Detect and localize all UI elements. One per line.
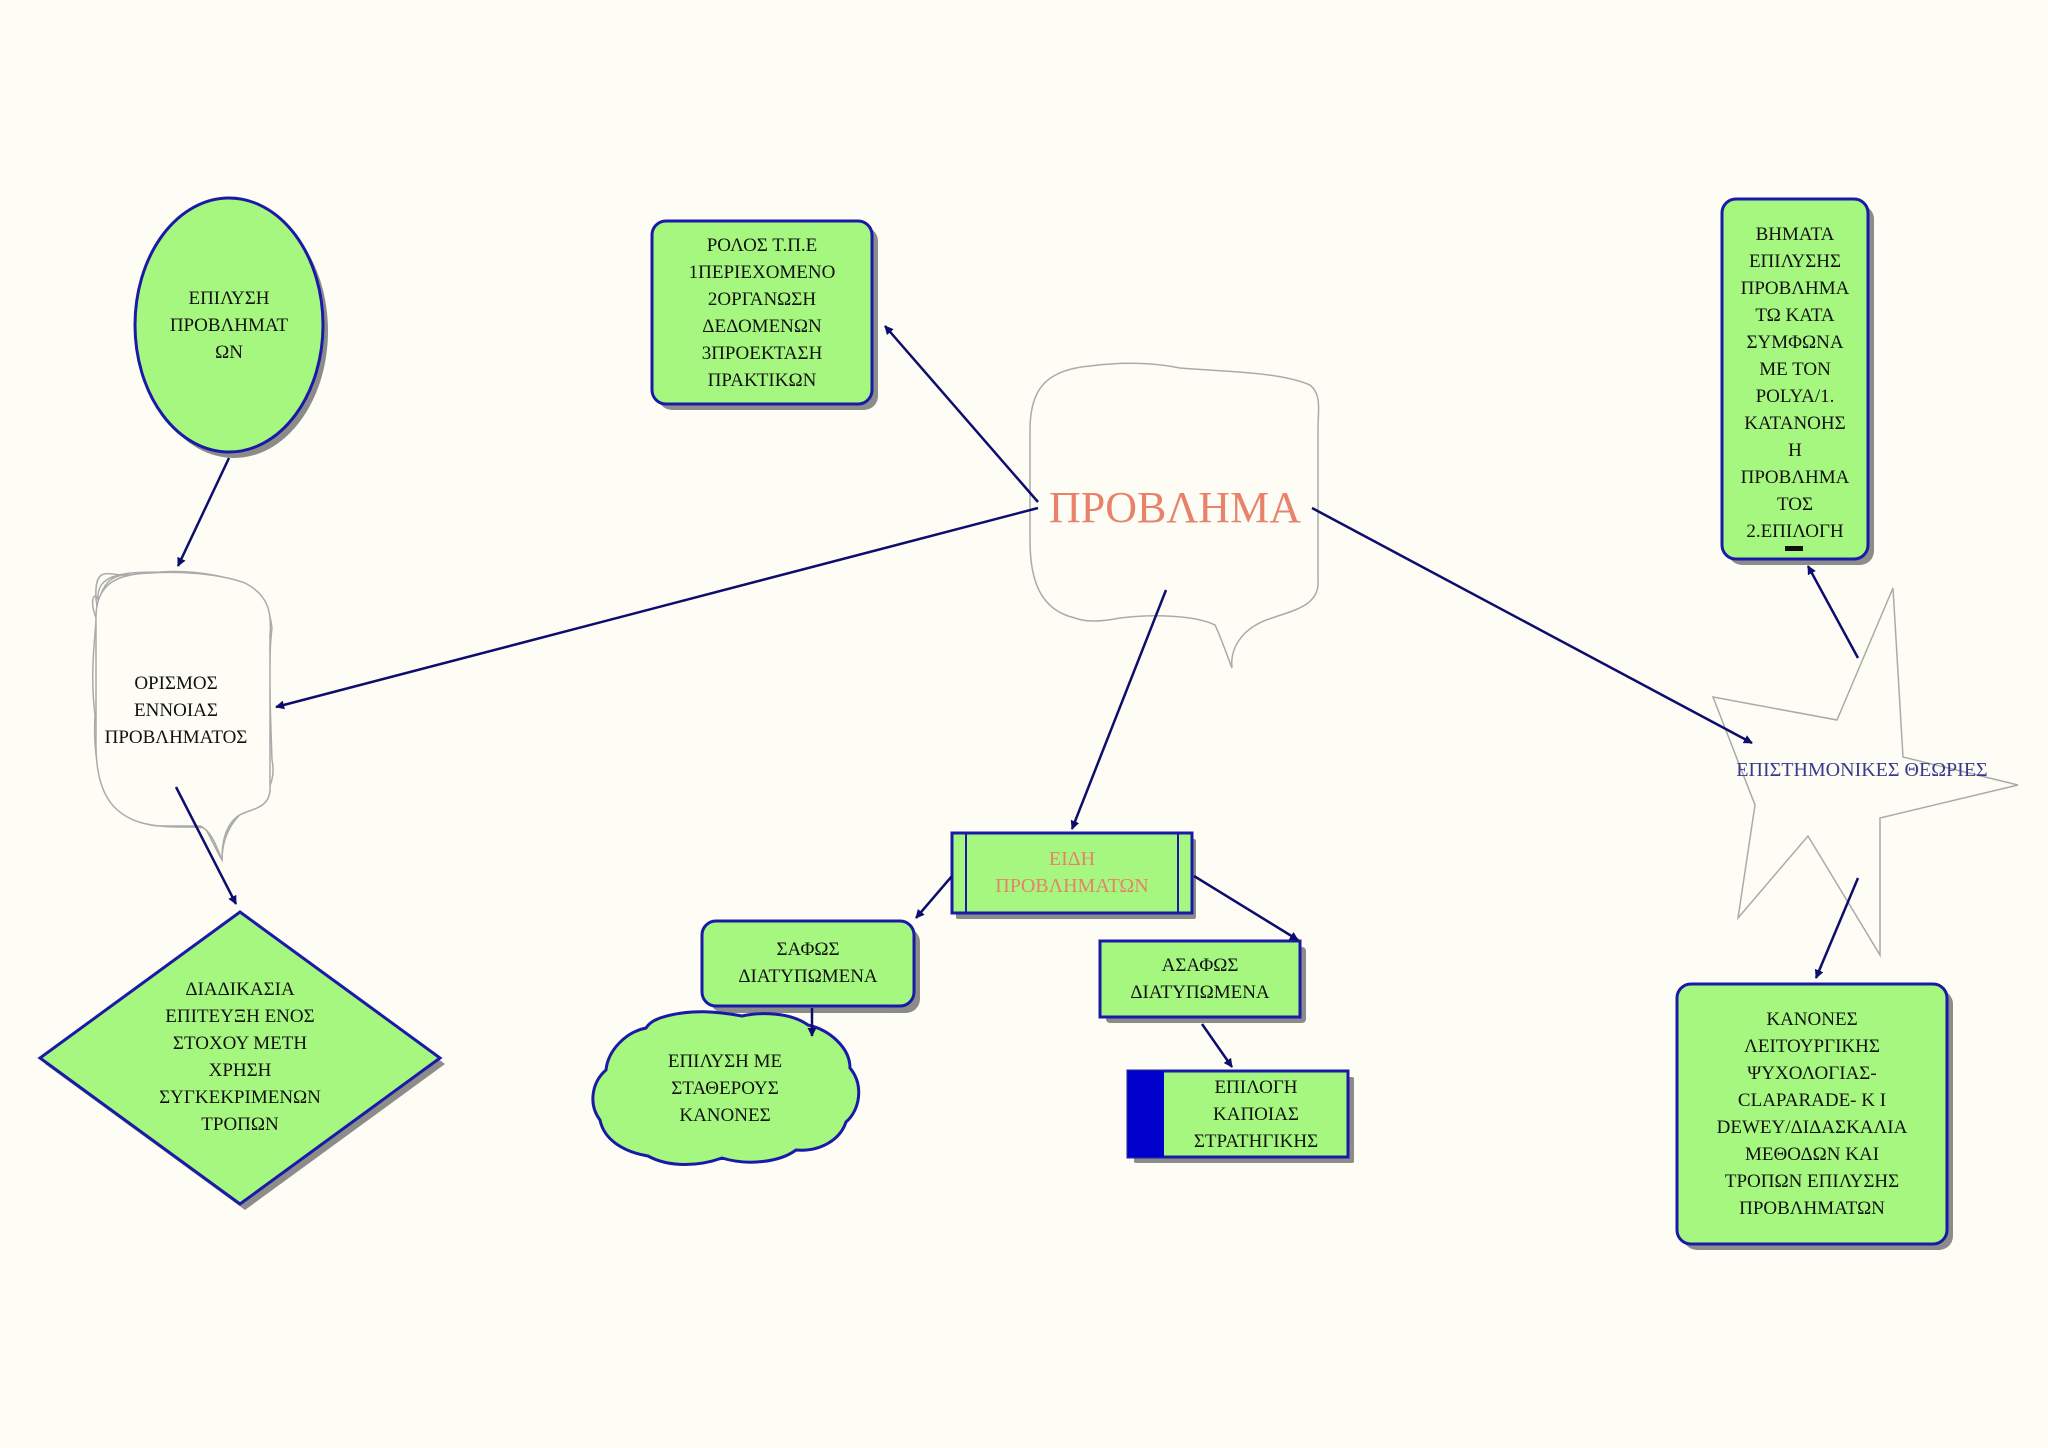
theories-label: ΕΠΙΣΤΗΜΟΝΙΚΕΣ ΘΕΩΡΙΕΣ <box>1736 758 1988 781</box>
arrow-types-to-unclear <box>1193 874 1299 942</box>
arrow-star-to-functional <box>1814 877 1860 979</box>
arrow-center-to-definition <box>275 506 1039 710</box>
process-diamond <box>37 910 443 1206</box>
strategy-accent-block <box>1128 1071 1164 1157</box>
functional-rules-node <box>1675 982 1949 1246</box>
center-callout <box>1029 362 1320 669</box>
arrow-center-to-ict <box>884 325 1039 503</box>
definition-callout-outline <box>95 571 272 861</box>
strategy-node <box>1126 1069 1350 1159</box>
problem-types-node <box>950 831 1194 915</box>
arrow-center-to-theories <box>1311 506 1753 745</box>
arrow-center-to-types <box>1070 589 1168 830</box>
continuation-marker <box>1785 546 1803 551</box>
arrow-definition-to-process <box>174 786 238 905</box>
solving-node <box>133 196 325 454</box>
fixed-rules-blob <box>591 1010 861 1166</box>
problem-types-label: ΕΙΔΗ ΠΡΟΒΛΗΜΑΤΩΝ <box>995 848 1149 897</box>
center-title: ΠΡΟΒΛΗΜΑ <box>1049 483 1301 532</box>
unclear-node <box>1098 939 1302 1019</box>
arrow-types-to-clear <box>915 875 953 919</box>
polya-steps-node <box>1720 197 1870 561</box>
arrow-unclear-to-strategy <box>1200 1023 1234 1068</box>
ict-role-node <box>650 219 874 406</box>
clear-node <box>700 919 916 1008</box>
theories-star <box>1711 587 2019 958</box>
process-label: ΔΙΑΔΙΚΑΣΙΑ ΕΠΙΤΕΥΞΗ ΕΝΟΣ ΣΤΟΧΟΥ ΜΕΤΗ ΧΡΗ… <box>159 979 321 1135</box>
ict-role-label: ΡΟΛΟΣ Τ.Π.Ε 1ΠΕΡΙΕΧΟΜΕΝΟ 2ΟΡΓΑΝΩΣΗ ΔΕΔΟΜ… <box>688 235 836 391</box>
polya-steps-label: ΒΗΜΑΤΑ ΕΠΙΛΥΣΗΣ ΠΡΟΒΛΗΜΑ ΤΩ ΚΑΤΑ ΣΥΜΦΩΝΑ… <box>1740 224 1850 542</box>
clear-label: ΣΑΦΩΣ ΔΙΑΤΥΠΩΜΕΝΑ <box>738 939 878 987</box>
definition-label: ΟΡΙΣΜΟΣ ΕΝΝΟΙΑΣ ΠΡΟΒΛΗΜΑΤΟΣ <box>104 672 248 748</box>
arrow-solving-to-definition <box>176 457 231 567</box>
strategy-label: ΕΠΙΛΟΓΗ ΚΑΠΟΙΑΣ ΣΤΡΑΤΗΓΙΚΗΣ <box>1193 1076 1319 1152</box>
unclear-label: ΑΣΑΦΩΣ ΔΙΑΤΥΠΩΜΕΝΑ <box>1130 955 1270 1003</box>
solving-label: ΕΠΙΛΥΣΗ ΠΡΟΒΛΗΜΑΤ ΩΝ <box>169 287 289 363</box>
arrow-star-to-polya <box>1806 565 1860 659</box>
functional-rules-label: ΚΑΝΟΝΕΣ ΛΕΙΤΟΥΡΓΙΚΗΣ ΨΥΧΟΛΟΓΙΑΣ- CLAPARA… <box>1716 1009 1908 1219</box>
fixed-rules-label: ΕΠΙΛΥΣΗ ΜΕ ΣΤΑΘΕΡΟΥΣ ΚΑΝΟΝΕΣ <box>667 1050 783 1126</box>
